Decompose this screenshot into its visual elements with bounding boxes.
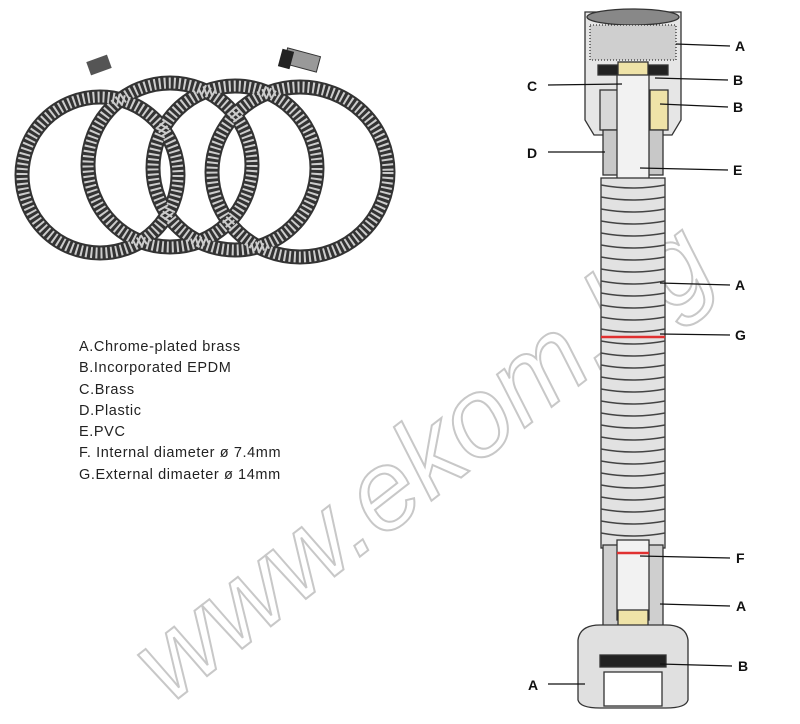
hose-ridge (600, 268, 666, 273)
legend-item-d: D.Plastic (79, 402, 142, 419)
legend-item-c: C.Brass (79, 381, 135, 398)
hose-ridge (600, 400, 666, 405)
hose-ridge (600, 208, 666, 213)
legend-item-f: F. Internal diameter ø 7.4mm (79, 445, 282, 462)
hose-ridge (600, 424, 666, 429)
callout-lines (547, 43, 733, 685)
hose-ridge (600, 508, 666, 513)
callout-a-bottom-right: A (736, 598, 747, 614)
hose-ridge (600, 436, 666, 441)
hose-ridge (600, 328, 666, 333)
callout-f: F (736, 550, 745, 566)
hose-ridge (600, 412, 666, 417)
callout-a-hose: A (735, 277, 746, 293)
callout-e: E (733, 162, 743, 178)
callout-d: D (527, 145, 538, 161)
hose-ridge (600, 244, 666, 249)
hose-ridge (600, 316, 666, 321)
hose-ridge (600, 484, 666, 489)
legend-item-b: B.Incorporated EPDM (79, 360, 232, 377)
hose-ridge (600, 376, 666, 381)
callout-g: G (735, 327, 746, 343)
callout-b-bottom: B (738, 658, 749, 674)
hose-ridge (600, 196, 666, 201)
hose-ridge (600, 280, 666, 285)
hose-ridge (600, 448, 666, 453)
callout-a-top: A (735, 38, 746, 54)
hose-ridge (600, 220, 666, 225)
callout-b-top2: B (733, 99, 744, 115)
hose-ridge (600, 184, 666, 189)
callout-b-top1: B (733, 72, 744, 88)
callout-a-bottom-left: A (528, 677, 539, 693)
hose-cross-section (577, 8, 689, 709)
hose-ridge (600, 520, 666, 525)
legend-item-e: E.PVC (79, 424, 126, 441)
hose-ridge (600, 352, 666, 357)
legend-item-g: G.External dimaeter ø 14mm (79, 466, 281, 483)
hose-ridge (600, 496, 666, 501)
legend-item-a: A.Chrome-plated brass (79, 339, 241, 355)
hose-ridge (600, 256, 666, 261)
hose-ridge (600, 532, 666, 537)
materials-legend: A.Chrome-plated brass B.Incorporated EPD… (79, 337, 281, 486)
coiled-hose-image (14, 47, 396, 265)
hose-ridge (600, 388, 666, 393)
hose-ridge (600, 460, 666, 465)
hose-ridge (600, 340, 666, 345)
hose-ridge (600, 292, 666, 297)
callout-c: C (527, 78, 538, 94)
hose-ridge (600, 364, 666, 369)
hose-ridge (600, 232, 666, 237)
hose-ridge (600, 304, 666, 309)
hose-ridge (600, 472, 666, 477)
